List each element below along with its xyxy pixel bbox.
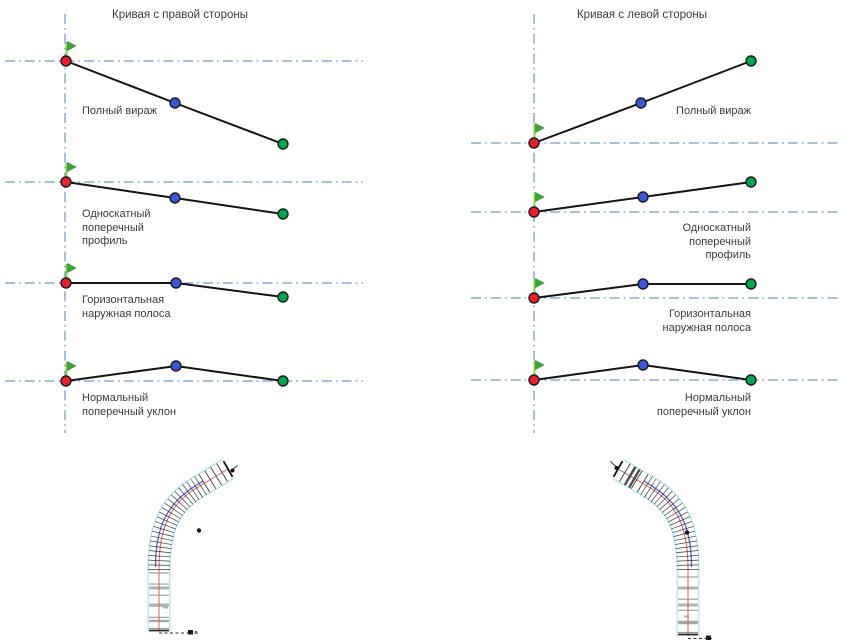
label-line: поперечный уклон: [82, 405, 177, 418]
point-end-green: [277, 138, 289, 150]
profile-label-full-superelevation: Полный вираж: [591, 105, 751, 119]
panel-title-right-curve: Кривая с правой стороны: [112, 9, 248, 21]
point-start-red: [528, 137, 540, 149]
point-mid-blue: [637, 191, 649, 203]
point-end-green: [745, 278, 757, 290]
road-plan-left-curve: [610, 459, 712, 640]
station-marker: [188, 630, 193, 635]
point-mid-blue: [637, 278, 649, 290]
flag-icon: [67, 263, 77, 273]
point-mid-blue: [637, 359, 649, 371]
station-marker: [230, 468, 235, 473]
label-line: поперечный уклон: [656, 405, 751, 418]
profile-label-full-superelevation: Полный вираж: [82, 105, 157, 119]
station-marker: [196, 528, 202, 533]
label-line: Полный вираж: [82, 105, 157, 117]
point-start-red: [528, 206, 540, 218]
label-line: Нормальный: [82, 392, 149, 404]
label-line: Односкатный: [82, 208, 151, 220]
label-line: профиль: [82, 235, 128, 247]
point-mid-blue: [170, 277, 182, 289]
label-line: профиль: [705, 249, 751, 261]
point-mid-blue: [635, 97, 647, 109]
profile-label-single-slope: Односкатный поперечный профиль: [591, 222, 751, 263]
label-line: поперечный: [689, 235, 751, 248]
point-mid-blue: [169, 192, 181, 204]
label-line: Односкатный: [682, 222, 751, 234]
road-end-bar: [222, 460, 234, 478]
station-marker: [684, 530, 690, 535]
point-mid-blue: [169, 97, 181, 109]
profile-label-horizontal-outer-lane: Горизонтальная наружная полоса: [82, 294, 170, 321]
point-end-green: [745, 55, 757, 67]
label-line: наружная полоса: [82, 307, 171, 320]
flag-icon: [535, 123, 545, 133]
flag-icon: [67, 162, 77, 172]
label-line: Горизонтальная: [668, 308, 751, 320]
point-mid-blue: [170, 360, 182, 372]
panel-title-left-curve: Кривая с левой стороны: [576, 9, 708, 21]
point-end-green: [277, 291, 289, 303]
point-end-green: [277, 208, 289, 220]
point-start-red: [60, 277, 72, 289]
point-start-red: [60, 176, 72, 188]
flag-icon: [67, 41, 77, 51]
point-start-red: [60, 375, 72, 387]
point-end-green: [277, 375, 289, 387]
label-line: наружная полоса: [662, 321, 751, 334]
label-line: Горизонтальная: [82, 294, 165, 306]
point-end-green: [745, 176, 757, 188]
profile-label-normal-cross-slope: Нормальный поперечный уклон: [82, 392, 176, 419]
label-line: Полный вираж: [676, 105, 751, 117]
flag-icon: [535, 192, 545, 202]
label-line: Нормальный: [684, 392, 751, 404]
flag-icon: [67, 361, 77, 371]
profile-label-normal-cross-slope: Нормальный поперечный уклон: [591, 392, 751, 419]
road-plan-right-curve: [147, 459, 238, 635]
flag-icon: [535, 278, 545, 288]
profile-label-horizontal-outer-lane: Горизонтальная наружная полоса: [591, 308, 751, 335]
label-line: поперечный: [82, 221, 144, 234]
station-marker: [706, 635, 711, 640]
point-start-red: [528, 374, 540, 386]
point-start-red: [528, 292, 540, 304]
station-marker: [614, 466, 619, 470]
point-end-green: [745, 374, 757, 386]
profile-label-single-slope: Односкатный поперечный профиль: [82, 208, 151, 249]
point-start-red: [60, 55, 72, 67]
flag-icon: [535, 360, 545, 370]
